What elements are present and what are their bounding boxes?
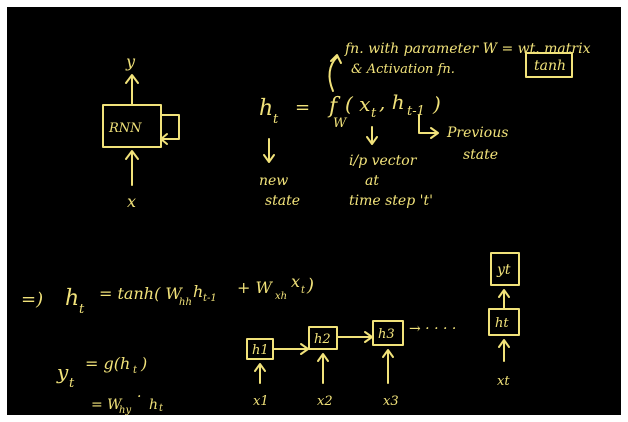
update-plus-w: + W (237, 278, 273, 297)
def-comma: , h (379, 90, 405, 114)
input-vector-line3: time step 't' (349, 193, 433, 209)
output-rhs: = g(h (85, 354, 130, 373)
output-rhs-sub: t (133, 365, 138, 376)
output-line2-h: h (149, 397, 158, 413)
chalkboard: RNN y x h t = f W ( x t , h t-1 ) fn. wi… (7, 7, 621, 415)
previous-state-arrowhead (430, 127, 439, 139)
def-fn-sub: W (333, 116, 348, 131)
unrolled-cell-h1-label: h1 (252, 343, 269, 358)
input-label-x: x (127, 192, 136, 211)
def-arg1-sub: t (371, 106, 377, 121)
input-arrowhead-x3 (382, 349, 394, 358)
unrolled-output-yt (490, 252, 520, 286)
input-arrowhead (125, 150, 139, 160)
unrolled-output-yt-label: yt (496, 262, 511, 278)
new-state-line2: state (265, 193, 300, 209)
output-line2-start: = W (91, 397, 123, 413)
unrolled-input-xt: xt (497, 374, 510, 389)
output-close: ) (140, 354, 147, 373)
new-state-arrowhead (263, 154, 275, 163)
implies-symbol: =) (21, 289, 43, 310)
rnn-label: RNN (108, 121, 142, 136)
output-lhs-y: y (56, 360, 69, 384)
new-state-line1: new (259, 173, 288, 189)
fn-annotation-arrowhead (330, 54, 342, 64)
def-lhs-h: h (259, 96, 273, 121)
def-lhs-sub: t (273, 112, 279, 127)
update-lhs-h: h (65, 286, 79, 311)
unrolled-continuation-dots: → · · · · (409, 321, 456, 337)
update-x-sub: t (301, 285, 306, 296)
update-w1-sub: hh (179, 297, 192, 308)
previous-state-line1: Previous (446, 125, 508, 141)
recurrent-loop-arrow (160, 114, 180, 140)
output-line2-dot: · (137, 389, 141, 405)
update-close: ) (306, 275, 314, 296)
ht-to-yt-arrowhead (498, 289, 510, 298)
input-arrowhead-x2 (317, 353, 329, 362)
update-h-sub: t-1 (203, 293, 217, 304)
update-rhs: = tanh( W (99, 284, 183, 303)
unrolled-input-x1: x1 (253, 394, 269, 409)
def-equals: = (295, 97, 310, 118)
output-label-y: y (125, 52, 136, 71)
output-lhs-sub: t (69, 376, 75, 391)
previous-state-arrow (418, 114, 438, 134)
def-close: ) (432, 92, 441, 116)
input-arrowhead-x1 (254, 363, 266, 372)
tanh-box (525, 52, 573, 78)
unrolled-cell-h2-label: h2 (314, 332, 331, 347)
input-vector-line1: i/p vector (349, 153, 418, 169)
update-w2-sub: xh (275, 291, 287, 302)
update-h: h (193, 282, 203, 301)
note-fn-params: fn. with parameter W = wt. matrix (344, 41, 591, 57)
output-line2-sub: hy (119, 405, 131, 415)
input-vector-arrowhead (366, 136, 378, 145)
unrolled-cell-h3-label: h3 (378, 327, 395, 342)
output-line2-h-sub: t (159, 403, 164, 414)
input-vector-line2: at (365, 173, 379, 189)
output-arrowhead (125, 74, 139, 84)
unrolled-input-x3: x3 (383, 394, 399, 409)
def-args: ( x (345, 92, 370, 116)
previous-state-line2: state (463, 147, 498, 163)
input-arrowhead-xt (498, 339, 510, 348)
whiteboard-drawing: RNN y x h t = f W ( x t , h t-1 ) fn. wi… (21, 41, 591, 415)
fn-annotation-arrow (328, 56, 338, 92)
note-activation: & Activation fn. (351, 62, 455, 77)
loop-arrowhead (160, 133, 168, 145)
update-lhs-sub: t (79, 302, 85, 317)
unrolled-cell-h3 (372, 320, 404, 346)
unrolled-input-x2: x2 (317, 394, 333, 409)
tanh-box-label: tanh (534, 58, 566, 74)
def-arg2-sub: t-1 (407, 104, 425, 119)
unrolled-cell-ht-label: ht (495, 316, 509, 331)
update-x: x (291, 272, 300, 291)
